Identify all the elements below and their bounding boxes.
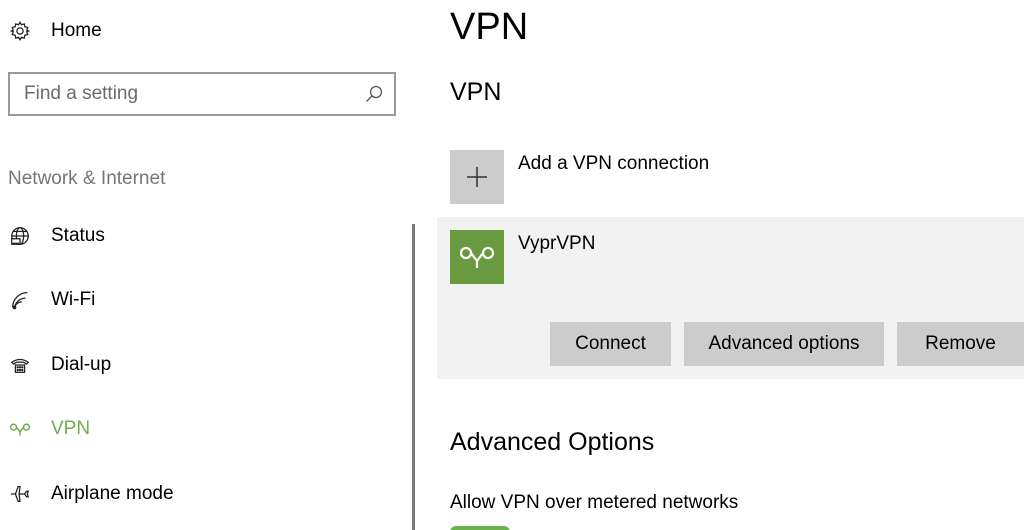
plus-icon bbox=[450, 150, 504, 204]
sidebar-item-label: Wi-Fi bbox=[51, 289, 96, 310]
vpn-icon bbox=[8, 417, 32, 441]
connect-button[interactable]: Connect bbox=[550, 322, 671, 366]
sidebar-scrollbar[interactable] bbox=[412, 224, 415, 530]
gear-icon bbox=[8, 19, 32, 43]
wifi-icon bbox=[8, 288, 32, 312]
main-content: VPN VPN Add a VPN connection VyprVPN bbox=[420, 0, 1024, 530]
vpn-connection-card[interactable]: VyprVPN Connect Advanced options Remove bbox=[437, 217, 1024, 379]
add-vpn-connection-button[interactable]: Add a VPN connection bbox=[450, 150, 709, 204]
search-input[interactable] bbox=[10, 76, 350, 112]
sidebar-item-label: Airplane mode bbox=[51, 483, 174, 504]
vyprvpn-logo-icon bbox=[450, 230, 504, 284]
sidebar-item-status[interactable]: Status bbox=[8, 219, 105, 253]
sidebar-item-wifi[interactable]: Wi-Fi bbox=[8, 283, 95, 317]
vpn-section-title: VPN bbox=[450, 78, 502, 106]
sidebar-item-label: Dial-up bbox=[51, 354, 112, 375]
globe-icon bbox=[8, 224, 32, 248]
sidebar-item-label: VPN bbox=[51, 418, 91, 439]
section-title: Network & Internet bbox=[8, 168, 166, 189]
sidebar-item-vpn[interactable]: VPN bbox=[8, 412, 90, 446]
remove-button[interactable]: Remove bbox=[897, 322, 1024, 366]
page-title: VPN bbox=[450, 6, 529, 48]
search-box bbox=[8, 72, 396, 116]
vpn-connection-name: VyprVPN bbox=[518, 233, 596, 254]
search-icon[interactable] bbox=[364, 84, 384, 104]
sidebar: Home Network & Internet bbox=[0, 0, 420, 530]
airplane-icon bbox=[8, 482, 32, 506]
add-vpn-label: Add a VPN connection bbox=[518, 153, 710, 174]
metered-networks-toggle[interactable] bbox=[450, 526, 510, 530]
sidebar-item-label: Status bbox=[51, 225, 105, 246]
sidebar-item-dialup[interactable]: Dial-up bbox=[8, 348, 111, 382]
advanced-options-title: Advanced Options bbox=[450, 428, 655, 456]
advanced-options-button[interactable]: Advanced options bbox=[684, 322, 884, 366]
phone-icon bbox=[8, 353, 32, 377]
metered-networks-label: Allow VPN over metered networks bbox=[450, 492, 739, 513]
home-label: Home bbox=[51, 20, 102, 41]
sidebar-item-airplane-mode[interactable]: Airplane mode bbox=[8, 477, 174, 511]
home-nav-item[interactable]: Home bbox=[8, 16, 102, 46]
